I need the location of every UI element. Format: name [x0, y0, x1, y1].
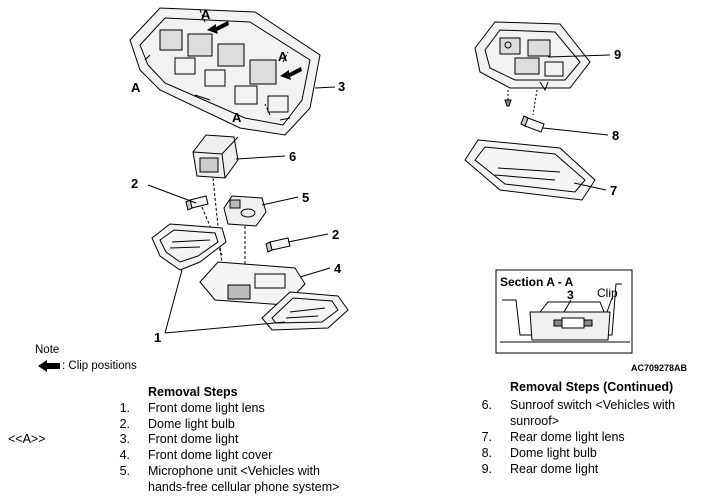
- section-a-a-detail: [495, 269, 633, 354]
- callout-2b: 2: [332, 227, 339, 242]
- left-step-num: 4.: [119, 448, 130, 462]
- step-marker-a: <<A>>: [8, 432, 46, 446]
- callout-5: 5: [302, 190, 309, 205]
- left-step-text-cont: hands-free cellular phone system>: [148, 480, 340, 494]
- note-title: Note: [35, 344, 60, 356]
- microphone-unit-5: [223, 195, 267, 227]
- left-step-text: Front dome light: [148, 432, 239, 446]
- callout-a-1: A: [201, 7, 211, 22]
- right-step-num: 8.: [481, 446, 492, 460]
- left-step-num: 1.: [119, 401, 130, 415]
- left-step-text: Dome light bulb: [148, 417, 235, 431]
- sunroof-switch-6: [192, 134, 239, 179]
- right-step-text: Rear dome light: [510, 462, 599, 476]
- dome-light-bulb-2a: [185, 195, 209, 211]
- rear-dome-light-9: [474, 21, 591, 92]
- left-step-num: 3.: [119, 432, 130, 446]
- right-step-text: Dome light bulb: [510, 446, 597, 460]
- right-step-text-cont: sunroof>: [510, 414, 559, 428]
- note-clip-text: : Clip positions: [62, 360, 137, 372]
- front-dome-light-cover-4: [199, 261, 306, 306]
- callout-9: 9: [614, 47, 621, 62]
- callout-8: 8: [612, 128, 619, 143]
- right-step-text: Sunroof switch <Vehicles with: [510, 398, 676, 412]
- callout-7: 7: [610, 183, 617, 198]
- dome-light-bulb-2b: [265, 237, 291, 253]
- figure-code: AC709278AB: [631, 363, 688, 373]
- callout-6: 6: [289, 149, 296, 164]
- callout-a-4: A: [232, 110, 242, 125]
- right-step-num: 6.: [481, 398, 492, 412]
- right-step-text: Rear dome light lens: [510, 430, 625, 444]
- left-step-text: Front dome light lens: [148, 401, 265, 415]
- right-step-num: 7.: [481, 430, 492, 444]
- callout-a-3: A: [278, 49, 288, 64]
- callout-1: 1: [154, 330, 161, 345]
- left-steps-title: Removal Steps: [148, 385, 238, 399]
- callout-3: 3: [338, 79, 345, 94]
- rear-dome-light-lens-7: [464, 139, 596, 201]
- callout-4: 4: [334, 261, 342, 276]
- screw-icon: [504, 90, 512, 107]
- callout-2a: 2: [131, 176, 138, 191]
- front-dome-light-3: [129, 7, 321, 136]
- section-callout-3: 3: [567, 288, 574, 302]
- clip-arrow-icon: [38, 21, 302, 372]
- left-step-text: Microphone unit <Vehicles with: [148, 464, 320, 478]
- right-step-num: 9.: [481, 462, 492, 476]
- right-steps-title: Removal Steps (Continued): [510, 380, 674, 394]
- left-step-num: 2.: [119, 417, 130, 431]
- front-dome-light-lens-1a: [151, 223, 227, 271]
- left-step-text: Front dome light cover: [148, 448, 273, 462]
- section-clip-label: Clip: [597, 286, 618, 300]
- callout-a-2: A: [131, 80, 141, 95]
- dome-light-bulb-8: [520, 89, 545, 133]
- left-step-num: 5.: [119, 464, 130, 478]
- section-title: Section A - A: [500, 275, 574, 289]
